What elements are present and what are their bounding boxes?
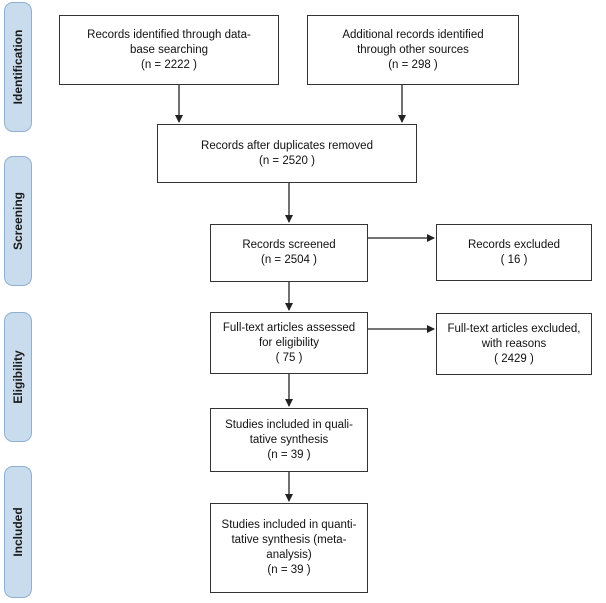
box-quantitative-synthesis-line-4: (n = 39 ) (267, 564, 311, 576)
box-fulltext-excluded-line-2: with reasons (481, 337, 547, 350)
box-fulltext-excluded-line-3: ( 2429 ) (494, 352, 534, 365)
box-fulltext-assessed-line-2: for eligibility (258, 336, 320, 349)
box-database-search-line-1: Records identified through data- (87, 28, 251, 41)
box-fulltext-assessed-line-1: Full-text articles assessed (222, 321, 356, 334)
box-fulltext-assessed-line-3: ( 75 ) (275, 351, 303, 364)
box-quantitative-synthesis-line-2: tative synthesis (meta- (231, 534, 347, 546)
box-database-search-line-3: (n = 2222 ) (141, 58, 197, 71)
phase-identification: Identification (4, 2, 32, 132)
box-qualitative-synthesis-line-1: Studies included in quali- (225, 418, 353, 431)
box-fulltext-excluded-line-1: Full-text articles excluded, (447, 322, 581, 335)
box-quantitative-synthesis-line-1: Studies included in quanti- (221, 519, 357, 531)
box-qualitative-synthesis-line-2: tative synthesis (249, 433, 329, 446)
box-records-excluded-line-1: Records excluded (467, 238, 561, 251)
box-quantitative-synthesis: Studies included in quanti- tative synth… (210, 503, 368, 593)
box-records-excluded-line-2: ( 16 ) (500, 253, 528, 266)
phase-included: Included (4, 466, 32, 598)
box-records-excluded: Records excluded ( 16 ) (436, 224, 592, 281)
box-database-search-line-2: base searching (130, 43, 208, 56)
box-fulltext-excluded: Full-text articles excluded, with reason… (436, 313, 592, 375)
box-qualitative-synthesis: Studies included in quali- tative synthe… (210, 408, 368, 472)
box-records-screened: Records screened (n = 2504 ) (210, 224, 368, 282)
box-records-screened-line-2: (n = 2504 ) (261, 254, 317, 266)
box-other-sources: Additional records identified through ot… (307, 15, 519, 85)
box-duplicates-removed-line-2: (n = 2520 ) (259, 154, 315, 167)
box-fulltext-assessed: Full-text articles assessed for eligibil… (210, 312, 368, 374)
box-other-sources-line-2: through other sources (357, 43, 469, 56)
box-other-sources-line-1: Additional records identified (342, 28, 484, 41)
box-duplicates-removed: Records after duplicates removed (n = 25… (157, 124, 417, 183)
phase-screening: Screening (4, 156, 32, 286)
box-qualitative-synthesis-line-3: (n = 39 ) (267, 448, 311, 461)
box-records-screened-line-1: Records screened (242, 239, 336, 251)
phase-eligibility: Eligibility (4, 312, 32, 442)
box-database-search: Records identified through data- base se… (59, 15, 279, 85)
box-other-sources-line-3: (n = 298 ) (388, 58, 438, 71)
box-duplicates-removed-line-1: Records after duplicates removed (201, 139, 373, 152)
box-quantitative-synthesis-line-3: analysis) (266, 549, 312, 561)
